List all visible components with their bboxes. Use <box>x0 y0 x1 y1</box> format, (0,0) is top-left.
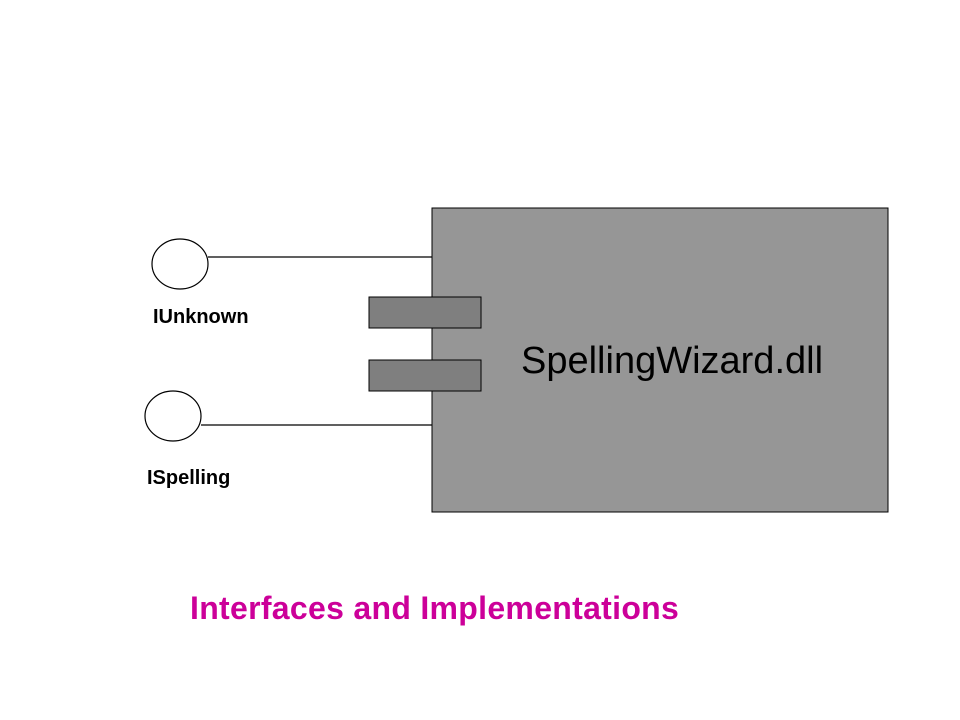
diagram-caption: Interfaces and Implementations <box>190 590 680 626</box>
ispelling-label: ISpelling <box>147 467 230 489</box>
ispelling-interface-circle <box>144 390 202 442</box>
component-port-lower <box>368 359 482 392</box>
component-port-upper <box>368 296 482 329</box>
iunknown-interface-circle <box>151 238 209 290</box>
component-box <box>431 207 889 513</box>
iunknown-label: IUnknown <box>153 306 249 328</box>
component-label: SpellingWizard.dll <box>521 340 823 382</box>
